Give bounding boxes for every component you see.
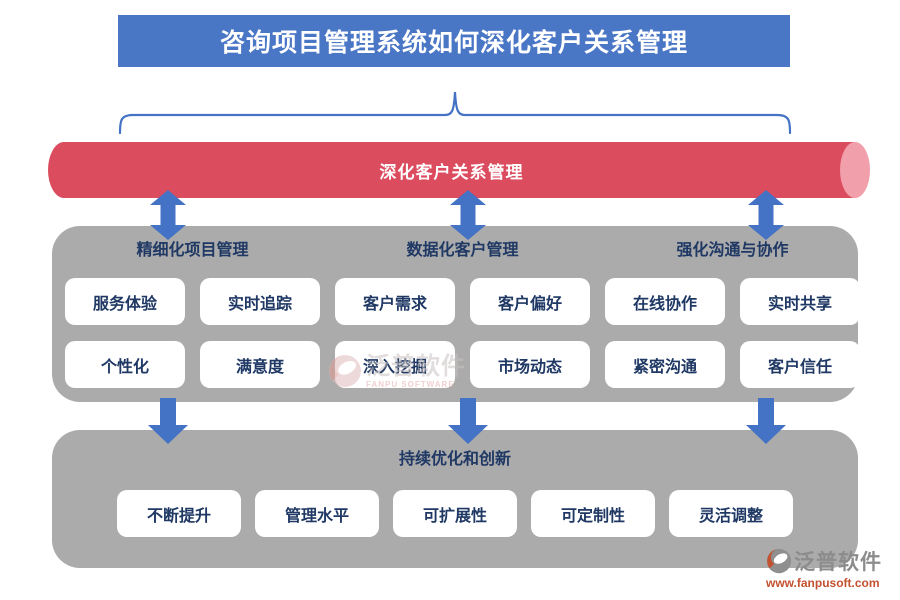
- vendor-logo-name: 泛普软件: [794, 550, 882, 574]
- vendor-logo-url: www.fanpusoft.com: [766, 576, 880, 590]
- strategy-item: 客户偏好: [470, 278, 590, 325]
- strategy-item: 市场动态: [470, 341, 590, 388]
- optimization-item: 可扩展性: [393, 490, 517, 537]
- strategies-panel: 精细化项目管理 数据化客户管理 强化沟通与协作 服务体验 实时追踪 客户需求 客…: [52, 226, 860, 402]
- strategy-item: 满意度: [200, 341, 320, 388]
- optimization-panel: 持续优化和创新 不断提升 管理水平 可扩展性 可定制性 灵活调整: [52, 430, 858, 568]
- down-arrow-icon: [448, 398, 488, 444]
- strategy-item: 实时共享: [740, 278, 860, 325]
- optimization-item: 不断提升: [117, 490, 241, 537]
- strategy-item: 个性化: [65, 341, 185, 388]
- strategy-item: 实时追踪: [200, 278, 320, 325]
- optimization-item: 灵活调整: [669, 490, 793, 537]
- column-header-communication: 强化沟通与协作: [676, 242, 789, 259]
- optimization-item: 管理水平: [255, 490, 379, 537]
- cylinder-label: 深化客户关系管理: [379, 162, 524, 182]
- brace-connector-icon: [118, 91, 792, 135]
- up-down-arrow-icon: [748, 190, 784, 240]
- strategy-item: 深入挖掘: [335, 341, 455, 388]
- down-arrow-icon: [746, 398, 786, 444]
- cylinder-shape: 深化客户关系管理: [48, 142, 870, 198]
- strategy-item: 服务体验: [65, 278, 185, 325]
- up-down-arrow-icon: [450, 190, 486, 240]
- optimization-panel-header: 持续优化和创新: [398, 451, 511, 468]
- strategy-item: 在线协作: [605, 278, 725, 325]
- cylinder-body: [48, 142, 855, 198]
- optimization-items-row: 不断提升 管理水平 可扩展性 可定制性 灵活调整: [52, 490, 858, 537]
- page-title: 咨询项目管理系统如何深化客户关系管理: [118, 15, 790, 67]
- vendor-logo-icon: [766, 548, 792, 574]
- column-header-customer-data: 数据化客户管理: [406, 242, 519, 259]
- down-arrow-icon: [148, 398, 188, 444]
- strategy-item: 紧密沟通: [605, 341, 725, 388]
- column-header-project-management: 精细化项目管理: [136, 242, 249, 259]
- up-down-arrow-icon: [150, 190, 186, 240]
- cylinder-cap: [840, 142, 870, 198]
- strategy-item: 客户信任: [740, 341, 860, 388]
- vendor-logo: 泛普软件 www.fanpusoft.com: [766, 546, 882, 590]
- strategy-item: 客户需求: [335, 278, 455, 325]
- optimization-item: 可定制性: [531, 490, 655, 537]
